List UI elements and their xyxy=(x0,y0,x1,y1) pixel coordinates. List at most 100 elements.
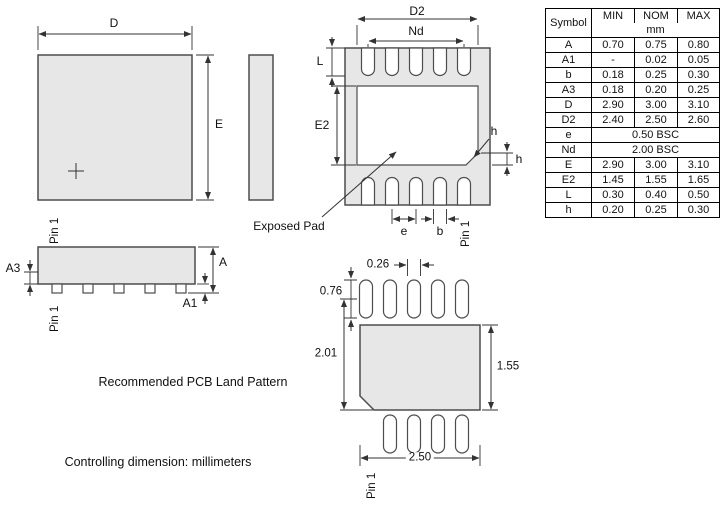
table-cell: 2.40 xyxy=(591,112,635,128)
table-cell: D xyxy=(545,97,592,113)
table-cell: - xyxy=(591,52,635,68)
package-body-top-view xyxy=(37,54,193,201)
table-cell: 0.75 xyxy=(634,37,678,53)
table-cell: 0.50 BSC xyxy=(591,127,720,143)
dim-label-2-50: 2.50 xyxy=(405,452,435,464)
dim-label-a: A xyxy=(218,255,228,269)
table-cell: A3 xyxy=(545,82,592,98)
table-cell: 0.40 xyxy=(634,187,678,203)
lead xyxy=(82,283,94,294)
exposed-pad-shape xyxy=(356,85,479,166)
land-pad xyxy=(454,414,470,454)
package-body-side-narrow xyxy=(248,54,274,201)
lead-pad xyxy=(432,176,448,206)
dim-label-0-76: 0.76 xyxy=(319,285,343,298)
table-cell: 1.45 xyxy=(591,172,635,188)
dim-label-0-26: 0.26 xyxy=(366,258,390,271)
dim-label-a1: A1 xyxy=(182,296,198,310)
leader-h-chamfer xyxy=(473,138,490,158)
dim-label-nd: Nd xyxy=(408,24,424,38)
side-view xyxy=(24,246,219,304)
table-cell: 0.25 xyxy=(634,202,678,218)
table-cell: 0.25 xyxy=(634,67,678,83)
dim-label-e-height: E xyxy=(214,117,224,131)
lead xyxy=(175,283,187,294)
table-cell: 3.10 xyxy=(677,157,720,173)
dim-label-d2: D2 xyxy=(409,4,425,18)
dim-label-1-55: 1.55 xyxy=(496,360,520,373)
land-pattern-caption: Recommended PCB Land Pattern xyxy=(98,375,288,389)
land-pad xyxy=(454,279,470,319)
lead-pad xyxy=(384,176,400,206)
dim-label-a3: A3 xyxy=(5,261,21,275)
table-header-max: MAX xyxy=(677,8,720,23)
pin1-label-land-pattern: Pin 1 xyxy=(366,472,378,499)
table-cell: 0.18 xyxy=(591,67,635,83)
table-cell: 0.30 xyxy=(591,187,635,203)
table-cell: D2 xyxy=(545,112,592,128)
dim-label-h-lower: h xyxy=(515,152,523,166)
table-cell: 1.65 xyxy=(677,172,720,188)
table-cell: e xyxy=(545,127,592,143)
land-pad xyxy=(406,279,422,319)
table-cell: 0.30 xyxy=(677,67,720,83)
lead-pad xyxy=(432,47,448,77)
dim-label-pitch-e: e xyxy=(400,224,408,238)
land-pad xyxy=(430,279,446,319)
dim-label-2-01: 2.01 xyxy=(314,347,338,360)
dim-label-h-upper: h xyxy=(490,124,498,138)
bottom-view xyxy=(321,16,513,224)
land-pattern xyxy=(340,259,498,466)
land-pad xyxy=(382,414,398,454)
pin1-label-side-view: Pin 1 xyxy=(49,305,61,332)
table-cell: A1 xyxy=(545,52,592,68)
table-cell: 1.55 xyxy=(634,172,678,188)
table-header-min: MIN xyxy=(591,8,635,23)
package-body-side-view xyxy=(37,246,196,285)
table-cell: 0.02 xyxy=(634,52,678,68)
table-cell: 3.10 xyxy=(677,97,720,113)
table-cell: 0.20 xyxy=(634,82,678,98)
dim-label-l: L xyxy=(316,54,324,68)
table-cell: 2.90 xyxy=(591,97,635,113)
table-cell: b xyxy=(545,67,592,83)
pin1-label-top-view: Pin 1 xyxy=(49,217,61,244)
table-cell: 0.25 xyxy=(677,82,720,98)
lead-pad xyxy=(360,176,376,206)
table-cell: 3.00 xyxy=(634,97,678,113)
land-pad xyxy=(430,414,446,454)
table-cell: 0.05 xyxy=(677,52,720,68)
table-cell: h xyxy=(545,202,592,218)
table-cell: 0.18 xyxy=(591,82,635,98)
dim-label-b: b xyxy=(436,224,444,238)
lead-pad xyxy=(408,47,424,77)
land-pad xyxy=(406,414,422,454)
lead xyxy=(51,283,63,294)
lead xyxy=(113,283,125,294)
dim-label-d: D xyxy=(109,16,119,30)
table-cell: 2.50 xyxy=(634,112,678,128)
top-view xyxy=(37,26,214,201)
table-cell: 0.30 xyxy=(677,202,720,218)
land-pad xyxy=(382,279,398,319)
thermal-pad-land xyxy=(359,324,481,411)
table-cell: 2.90 xyxy=(591,157,635,173)
controlling-dimension-note: Controlling dimension: millimeters xyxy=(64,455,252,469)
table-header-symbol: Symbol xyxy=(545,8,592,38)
table-cell: E xyxy=(545,157,592,173)
table-cell: 2.60 xyxy=(677,112,720,128)
table-cell: 0.20 xyxy=(591,202,635,218)
lead-pad xyxy=(456,47,472,77)
pin1-label-bottom-view: Pin 1 xyxy=(460,220,472,247)
lead-pad xyxy=(384,47,400,77)
